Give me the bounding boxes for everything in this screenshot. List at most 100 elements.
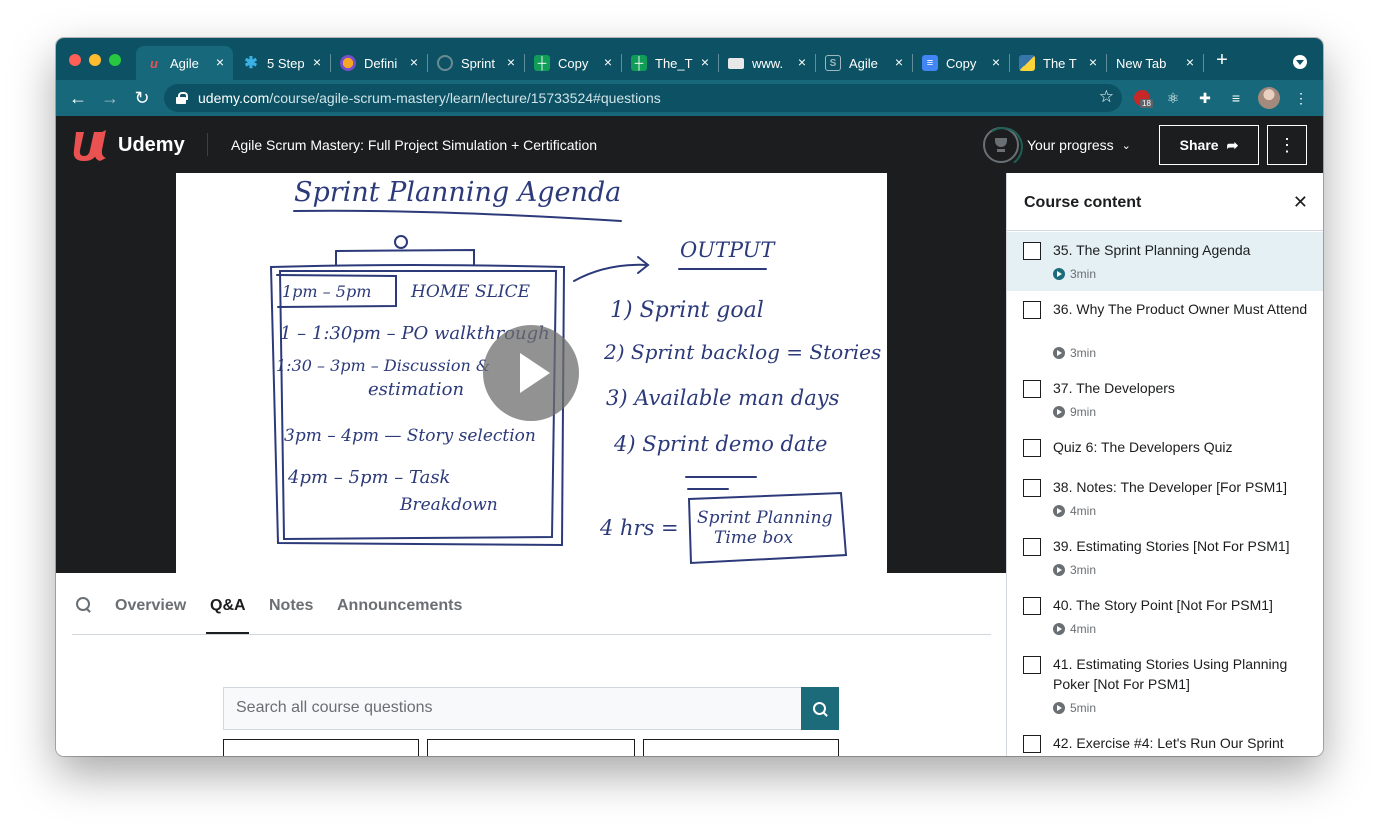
- play-circle-icon: [1053, 623, 1065, 635]
- close-window-button[interactable]: [69, 54, 81, 66]
- tab-announcements[interactable]: Announcements: [337, 597, 463, 614]
- extensions-puzzle-icon[interactable]: ✚: [1199, 89, 1211, 106]
- browser-tab-11[interactable]: New Tab ×: [1106, 46, 1203, 80]
- qa-search-input[interactable]: Search all course questions: [223, 687, 802, 730]
- content-tabs: Overview Q&A Notes Announcements: [72, 573, 991, 635]
- share-button[interactable]: Share ➦: [1159, 125, 1259, 165]
- close-tab-icon[interactable]: ×: [991, 54, 1001, 70]
- lecture-item[interactable]: 40. The Story Point [Not For PSM1] 4min: [1007, 587, 1323, 646]
- lecture-item[interactable]: 36. Why The Product Owner Must Attend 3m…: [1007, 291, 1323, 370]
- address-bar[interactable]: udemy.com/course/agile-scrum-mastery/lea…: [164, 84, 1122, 112]
- lecture-duration: 3min: [1070, 563, 1097, 577]
- tab-separator: [1203, 54, 1204, 72]
- slide-agenda-line: 3pm – 4pm — Story selection: [284, 426, 536, 446]
- sheets-favicon-icon: ┼: [534, 55, 550, 71]
- lecture-item[interactable]: 39. Estimating Stories [Not For PSM1] 3m…: [1007, 528, 1323, 587]
- browser-window: u Agile × ✱ 5 Step × Defini × Sprint × ┼…: [56, 38, 1323, 756]
- close-tab-icon[interactable]: ×: [215, 54, 225, 70]
- media-control-icon[interactable]: ≡: [1231, 90, 1241, 106]
- slide-agenda-line: 1 – 1:30pm – PO walkthrough: [280, 323, 550, 344]
- close-tab-icon[interactable]: ×: [797, 54, 807, 70]
- close-tab-icon[interactable]: ×: [1088, 54, 1098, 70]
- lock-icon: [176, 92, 188, 104]
- slide-agenda-place: HOME SLICE: [410, 282, 531, 302]
- chrome-menu-icon[interactable]: ⋮: [1294, 89, 1308, 106]
- tab-search-button[interactable]: [1293, 55, 1307, 69]
- tab-separator: [912, 54, 913, 72]
- course-title[interactable]: Agile Scrum Mastery: Full Project Simula…: [231, 137, 598, 153]
- qa-sort-dropdown[interactable]: [427, 739, 635, 756]
- close-tab-icon[interactable]: ×: [603, 54, 613, 70]
- browser-tab-5[interactable]: ┼ Copy ×: [524, 46, 621, 80]
- browser-tab-10[interactable]: The T ×: [1009, 46, 1106, 80]
- whiteboard-drawing: Sprint Planning Agenda OUTPUT 1pm – 5pm …: [269, 177, 881, 565]
- tab-notes[interactable]: Notes: [269, 597, 314, 614]
- reload-icon[interactable]: ↻: [134, 88, 150, 108]
- progress-dropdown[interactable]: Your progress ⌄: [983, 127, 1131, 163]
- close-tab-icon[interactable]: ×: [312, 54, 322, 70]
- lecture-checkbox[interactable]: [1023, 735, 1041, 753]
- close-tab-icon[interactable]: ×: [894, 54, 904, 70]
- udemy-logo[interactable]: Udemy: [72, 128, 185, 162]
- play-circle-icon: [1053, 406, 1065, 418]
- udemy-logo-icon: [73, 130, 106, 161]
- browser-tab-6[interactable]: ┼ The_T ×: [621, 46, 718, 80]
- qa-search-button[interactable]: [801, 687, 839, 730]
- more-options-button[interactable]: ⋮: [1267, 125, 1307, 165]
- search-icon[interactable]: [76, 597, 92, 613]
- lecture-checkbox[interactable]: [1023, 597, 1041, 615]
- chevron-down-icon: ⌄: [1121, 139, 1131, 152]
- tab-label: 5 Step: [267, 55, 305, 71]
- lecture-checkbox[interactable]: [1023, 479, 1041, 497]
- play-button[interactable]: [483, 325, 579, 421]
- close-tab-icon[interactable]: ×: [506, 54, 516, 70]
- tab-overview[interactable]: Overview: [115, 597, 187, 614]
- close-icon[interactable]: ✕: [1292, 192, 1308, 212]
- tab-qa[interactable]: Q&A: [210, 597, 246, 614]
- tab-separator: [815, 54, 816, 72]
- adblock-extension-icon[interactable]: 18: [1132, 88, 1153, 108]
- browser-tab-9[interactable]: ≡ Copy ×: [912, 46, 1009, 80]
- forward-arrow-icon[interactable]: →: [101, 88, 119, 108]
- qa-filter-dropdown[interactable]: [223, 739, 419, 756]
- browser-tab-2[interactable]: ✱ 5 Step ×: [233, 46, 330, 80]
- close-tab-icon[interactable]: ×: [409, 54, 419, 70]
- browser-tab-4[interactable]: Sprint ×: [427, 46, 524, 80]
- lecture-checkbox[interactable]: [1023, 301, 1041, 319]
- profile-avatar[interactable]: [1258, 87, 1280, 109]
- lecture-checkbox[interactable]: [1023, 538, 1041, 556]
- globe-favicon-icon: [437, 55, 453, 71]
- trophy-icon: [983, 127, 1019, 163]
- lecture-checkbox[interactable]: [1023, 656, 1041, 674]
- tab-label: Agile: [849, 55, 878, 71]
- minimize-window-button[interactable]: [89, 54, 101, 66]
- lecture-duration: 3min: [1070, 267, 1097, 281]
- qa-question-filter-dropdown[interactable]: [643, 739, 839, 756]
- vertical-dots-icon: ⋮: [1278, 134, 1296, 155]
- lecture-checkbox[interactable]: [1023, 242, 1041, 260]
- slide-output-title: OUTPUT: [680, 238, 776, 262]
- lecture-checkbox[interactable]: [1023, 439, 1041, 457]
- browser-tab-1[interactable]: u Agile ×: [136, 46, 233, 80]
- back-arrow-icon[interactable]: ←: [69, 88, 87, 108]
- video-player[interactable]: Sprint Planning Agenda OUTPUT 1pm – 5pm …: [56, 173, 1006, 573]
- lecture-item[interactable]: 35. The Sprint Planning Agenda 3min: [1007, 232, 1323, 291]
- browser-tab-8[interactable]: S Agile ×: [815, 46, 912, 80]
- close-tab-icon[interactable]: ×: [700, 54, 710, 70]
- lecture-checkbox[interactable]: [1023, 380, 1041, 398]
- lecture-item[interactable]: 42. Exercise #4: Let's Run Our Sprint: [1007, 725, 1323, 756]
- share-arrow-icon: ➦: [1226, 136, 1239, 153]
- slide-agenda-line: Breakdown: [399, 495, 498, 515]
- lecture-item[interactable]: 41. Estimating Stories Using Planning Po…: [1007, 646, 1323, 725]
- close-tab-icon[interactable]: ×: [1185, 54, 1195, 70]
- lecture-item[interactable]: 38. Notes: The Developer [For PSM1] 4min: [1007, 469, 1323, 528]
- new-tab-button[interactable]: +: [1216, 49, 1228, 71]
- maximize-window-button[interactable]: [109, 54, 121, 66]
- bookmark-star-icon[interactable]: ☆: [1098, 87, 1114, 106]
- browser-tab-3[interactable]: Defini ×: [330, 46, 427, 80]
- lecture-item[interactable]: 37. The Developers 9min: [1007, 370, 1323, 429]
- browser-tab-7[interactable]: www. ×: [718, 46, 815, 80]
- browser-toolbar: ← → ↻ udemy.com/course/agile-scrum-maste…: [56, 80, 1323, 116]
- react-devtools-icon[interactable]: ⚛: [1166, 89, 1180, 106]
- quiz-item[interactable]: Quiz 6: The Developers Quiz: [1007, 429, 1323, 469]
